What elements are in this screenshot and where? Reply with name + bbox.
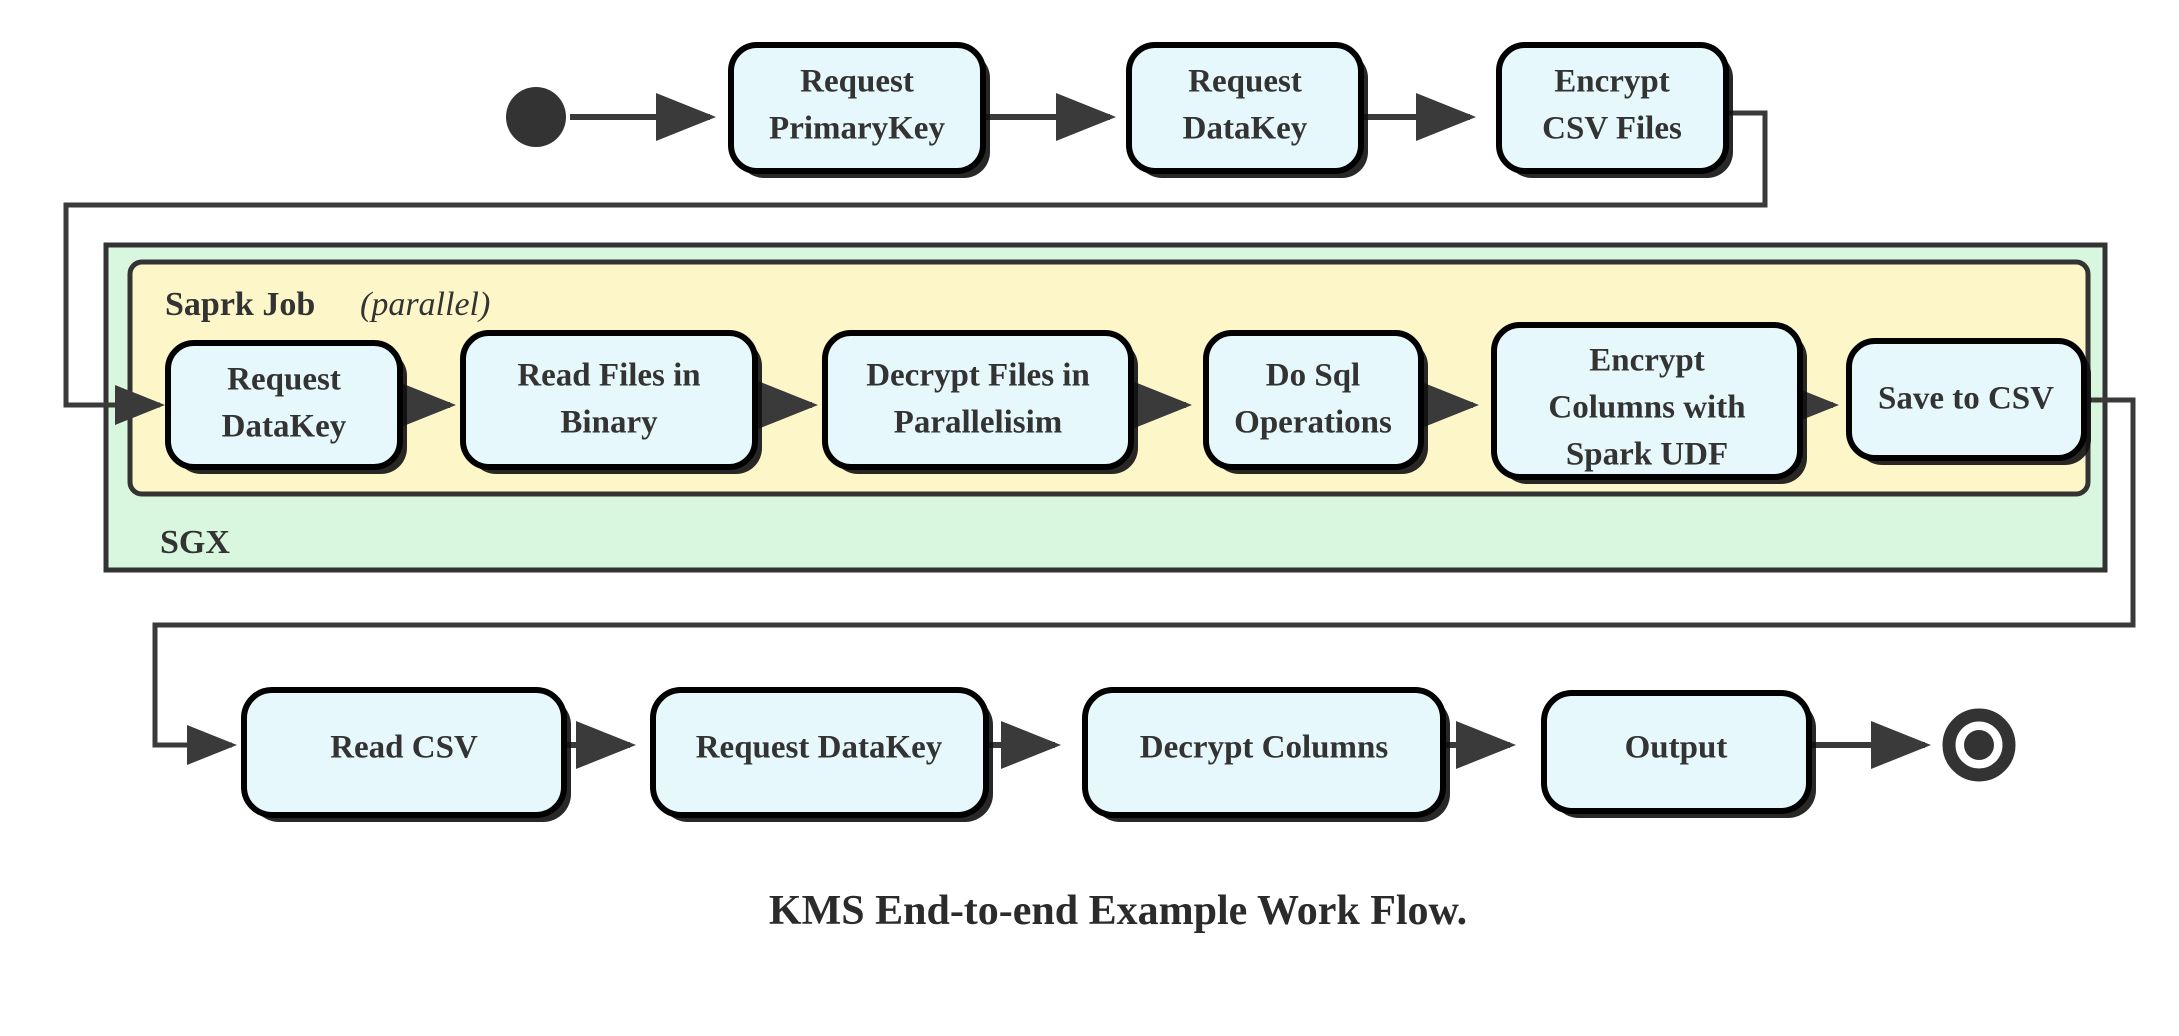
node-request-datakey-bottom-line-0: Request DataKey (696, 730, 943, 766)
node-decrypt-files-in-parallelisim[interactable]: Decrypt Files in Parallelisim (822, 330, 1138, 474)
node-request-datakey-bottom[interactable]: Request DataKey (650, 687, 993, 822)
connector-encrypt-csv-to-sgx-datakey (63, 110, 1768, 425)
node-decrypt-files-in-parallelisim-line-1: Parallelisim (894, 405, 1063, 441)
node-request-datakey-mid-line-1: DataKey (222, 409, 347, 445)
node-output[interactable]: Output (1541, 690, 1816, 818)
node-encrypt-columns-with-spark-udf[interactable]: Encrypt Columns with Spark UDF (1491, 322, 1807, 484)
connector-save-csv-to-read-csv (152, 397, 2136, 765)
node-encrypt-csv-files[interactable]: Encrypt CSV Files (1496, 42, 1733, 178)
node-request-datakey-top-line-0: Request (1188, 64, 1302, 100)
node-request-datakey-mid[interactable]: Request DataKey (165, 340, 407, 474)
node-request-primarykey[interactable]: Request PrimaryKey (728, 42, 990, 178)
node-decrypt-files-in-parallelisim-line-0: Decrypt Files in (866, 358, 1090, 394)
node-request-primarykey-line-0: Request (800, 64, 914, 100)
node-read-csv-line-0: Read CSV (330, 730, 478, 766)
sgx-group-label: SGX (160, 524, 230, 561)
node-request-datakey-top[interactable]: Request DataKey (1126, 42, 1368, 178)
node-do-sql-operations[interactable]: Do Sql Operations (1203, 330, 1428, 474)
node-read-files-in-binary-line-0: Read Files in (517, 358, 700, 394)
diagram-caption: KMS End-to-end Example Work Flow. (769, 888, 1467, 934)
node-decrypt-columns-line-0: Decrypt Columns (1140, 730, 1389, 766)
node-encrypt-columns-with-spark-udf-line-0: Encrypt (1589, 343, 1705, 379)
node-request-datakey-mid-line-0: Request (227, 362, 341, 398)
node-decrypt-columns[interactable]: Decrypt Columns (1082, 687, 1450, 822)
node-encrypt-csv-files-line-1: CSV Files (1542, 111, 1682, 147)
node-read-csv[interactable]: Read CSV (241, 687, 571, 822)
end-node (1942, 708, 2016, 782)
node-encrypt-csv-files-line-0: Encrypt (1554, 64, 1670, 100)
node-encrypt-columns-with-spark-udf-line-2: Spark UDF (1566, 437, 1728, 473)
spark-job-group-qualifier: (parallel) (360, 286, 490, 323)
node-request-primarykey-line-1: PrimaryKey (769, 111, 945, 147)
node-read-files-in-binary[interactable]: Read Files in Binary (460, 330, 762, 474)
node-do-sql-operations-line-1: Operations (1234, 405, 1392, 441)
node-request-datakey-top-line-1: DataKey (1183, 111, 1308, 147)
node-save-to-csv-line-0: Save to CSV (1878, 381, 2054, 417)
node-encrypt-columns-with-spark-udf-line-1: Columns with (1548, 390, 1745, 426)
node-save-to-csv[interactable]: Save to CSV (1846, 338, 2091, 465)
node-read-files-in-binary-line-1: Binary (560, 405, 658, 441)
node-do-sql-operations-line-0: Do Sql (1266, 358, 1360, 394)
start-node (506, 87, 566, 147)
node-output-line-0: Output (1625, 730, 1728, 766)
spark-job-group-label: Saprk Job (165, 286, 315, 323)
